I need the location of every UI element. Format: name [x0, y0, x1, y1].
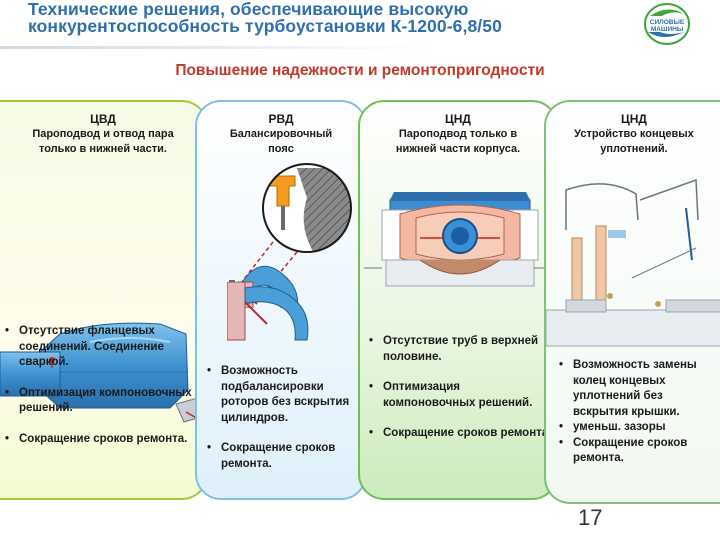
- panel-heading-title: ЦНД: [621, 112, 647, 126]
- panel-caption-line2: уплотнений.: [600, 143, 668, 155]
- slide-subtitle: Повышение надежности и ремонтопригодност…: [175, 62, 545, 79]
- panel-caption-line1: Устройство концевых: [574, 128, 694, 140]
- logo-text-line1: СИЛОВЫЕ: [650, 19, 685, 26]
- panel-heading-title: ЦНД: [445, 112, 471, 126]
- list-item: Сокращение сроков ремонта.: [558, 436, 718, 467]
- page-number: 17: [578, 505, 603, 530]
- bullet-list: Возможность подбалансировки роторов без …: [206, 364, 358, 487]
- bullet-list: Отсутствие фланцевых соединений. Соедине…: [4, 324, 200, 462]
- lp-cylinder-illustration: [364, 192, 554, 287]
- panel-heading-title: РВД: [268, 112, 294, 126]
- balancing-belt-illustration: [229, 163, 352, 308]
- panel-heading: ЦНД Устройство концевых уплотнений.: [546, 112, 720, 157]
- list-item: Оптимизация компоновочных решений.: [4, 386, 200, 417]
- list-item: Возможность замены колец концевых уплотн…: [558, 358, 718, 420]
- header-separator: [0, 46, 720, 49]
- panel-hp-cylinder: ЦВД Пароподвод и отвод пара только в ниж…: [0, 100, 208, 500]
- list-item: Сокращение сроков ремонта.: [368, 426, 554, 442]
- panel-lp-cylinder-steam: ЦНД Пароподвод только в нижней части кор…: [358, 100, 558, 500]
- panel-caption-line2: нижней части корпуса.: [395, 143, 521, 155]
- bullet-list: Возможность замены колец концевых уплотн…: [558, 358, 718, 467]
- bullet-list: Отсутствие труб в верхней половине. Опти…: [368, 334, 554, 457]
- slide-title-line1: Технические решения, обеспечивающие высо…: [28, 0, 469, 19]
- list-item: Оптимизация компоновочных решений.: [368, 380, 554, 411]
- panel-lp-cylinder-seals: ЦНД Устройство концевых уплотнений. Возм…: [544, 100, 720, 504]
- slide-title-line2: конкурентоспособность турбоустановки К-1…: [28, 16, 502, 36]
- panel-caption-line1: Пароподвод и отвод пара: [32, 128, 174, 140]
- end-seals-illustration: [546, 178, 720, 347]
- panel-caption-line1: Пароподвод только в: [398, 128, 518, 140]
- list-item: уменьш. зазоры: [558, 420, 718, 436]
- list-item: Сокращение сроков ремонта.: [4, 432, 200, 448]
- panel-heading-title: ЦВД: [90, 112, 116, 126]
- panel-caption-line2: пояс: [268, 143, 294, 155]
- panel-caption-line1: Балансировочный: [229, 128, 333, 140]
- list-item: Возможность подбалансировки роторов без …: [206, 364, 358, 426]
- panel-heading: РВД Балансировочный пояс: [197, 112, 365, 157]
- panel-hp-rotor: РВД Балансировочный пояс Возможность: [195, 100, 367, 500]
- list-item: Сокращение сроков ремонта.: [206, 441, 358, 472]
- balancing-belt-lower-illustration: [227, 282, 309, 341]
- panel-caption-line2: только в нижней части.: [38, 143, 167, 155]
- list-item: Отсутствие фланцевых соединений. Соедине…: [4, 324, 200, 371]
- slide-title: Технические решения, обеспечивающие высо…: [28, 0, 628, 36]
- list-item: Отсутствие труб в верхней половине.: [368, 334, 554, 365]
- logo-text-line2: МАШИНЫ: [651, 26, 683, 33]
- panel-heading: ЦНД Пароподвод только в нижней части кор…: [360, 112, 556, 157]
- panel-heading: ЦВД Пароподвод и отвод пара только в ниж…: [0, 112, 206, 157]
- company-logo: СИЛОВЫЕ МАШИНЫ: [644, 3, 690, 45]
